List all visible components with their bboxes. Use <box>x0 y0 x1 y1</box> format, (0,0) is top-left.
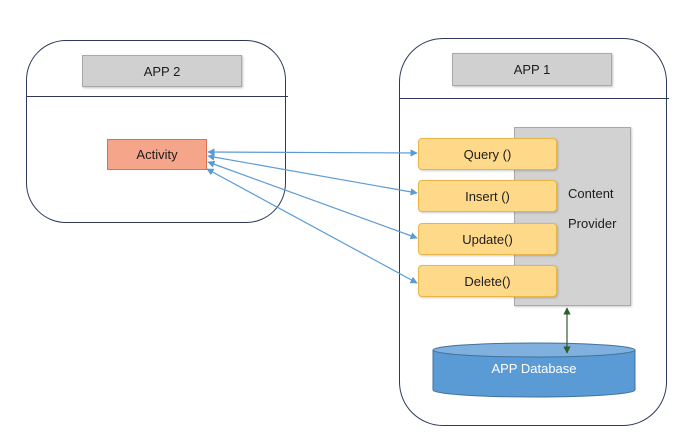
app2-title: APP 2 <box>82 55 242 87</box>
content-provider-label-line-2: Provider <box>568 216 617 231</box>
delete-method-node: Delete() <box>418 265 557 297</box>
update-method-node: Update() <box>418 223 557 255</box>
app-database-label: APP Database <box>491 361 577 376</box>
query-method-node: Query () <box>418 138 557 170</box>
app1-divider <box>399 98 669 99</box>
arrow-activity-query <box>207 148 418 157</box>
arrow-activity-insert <box>207 153 418 196</box>
app2-divider <box>26 96 288 97</box>
insert-method-node: Insert () <box>418 180 557 212</box>
activity-node: Activity <box>107 139 207 170</box>
app1-title: APP 1 <box>452 53 612 86</box>
app-database-node <box>432 342 636 398</box>
arrow-activity-delete <box>206 168 418 284</box>
content-provider-label-line-1: Content <box>568 186 614 201</box>
